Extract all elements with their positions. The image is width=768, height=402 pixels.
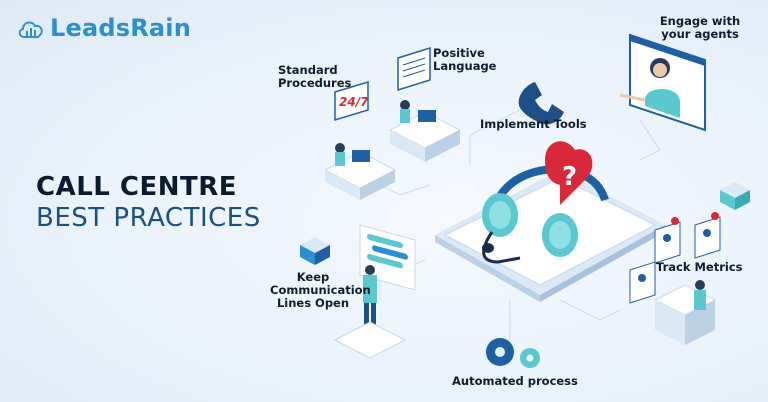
- label-text: your agents: [661, 27, 739, 41]
- agent-video-window: [619, 33, 706, 132]
- headline-line-1: CALL CENTRE: [36, 172, 238, 202]
- label-positive-language: Positive Language: [433, 47, 497, 73]
- phone-icon: [518, 82, 564, 125]
- metrics-cards: [629, 212, 721, 345]
- label-text: Engage with: [659, 14, 741, 28]
- label-text: Standard: [278, 63, 338, 77]
- label-text: Lines Open: [276, 296, 350, 310]
- label-text: Positive: [433, 46, 485, 60]
- brand-logo[interactable]: LeadsRain: [18, 14, 191, 42]
- sign-24-7: [334, 80, 369, 122]
- sign-24-7-text: 24/7: [339, 95, 369, 109]
- label-keep-communication: Keep Communication Lines Open: [270, 270, 371, 310]
- svg-text:?: ?: [562, 162, 577, 192]
- label-text: Communication: [270, 283, 371, 297]
- label-text: Language: [433, 59, 497, 73]
- gears-icon: [486, 338, 540, 368]
- headset-icon: [482, 165, 609, 264]
- chat-board: [333, 224, 416, 359]
- agent-desk-left: [323, 143, 397, 200]
- headline: CALL CENTRE BEST PRACTICES: [36, 172, 261, 234]
- label-text: Procedures: [278, 76, 352, 90]
- headline-line-2: BEST PRACTICES: [36, 203, 261, 233]
- note-card-icon: [397, 46, 431, 92]
- label-text: Keep: [296, 270, 330, 284]
- agent-desk-right: [388, 100, 462, 162]
- cloud-chart-icon: [18, 21, 43, 38]
- label-track-metrics: Track Metrics: [656, 260, 743, 274]
- server-cube: [300, 182, 750, 265]
- label-standard-procedures: Standard Procedures: [278, 64, 351, 90]
- label-implement-tools: Implement Tools: [480, 117, 587, 131]
- brand-name: LeadsRain: [50, 14, 192, 42]
- label-engage-agents: Engage with your agents: [658, 15, 742, 41]
- question-bubble-icon: ?: [545, 141, 593, 205]
- label-automated-process: Automated process: [452, 374, 578, 388]
